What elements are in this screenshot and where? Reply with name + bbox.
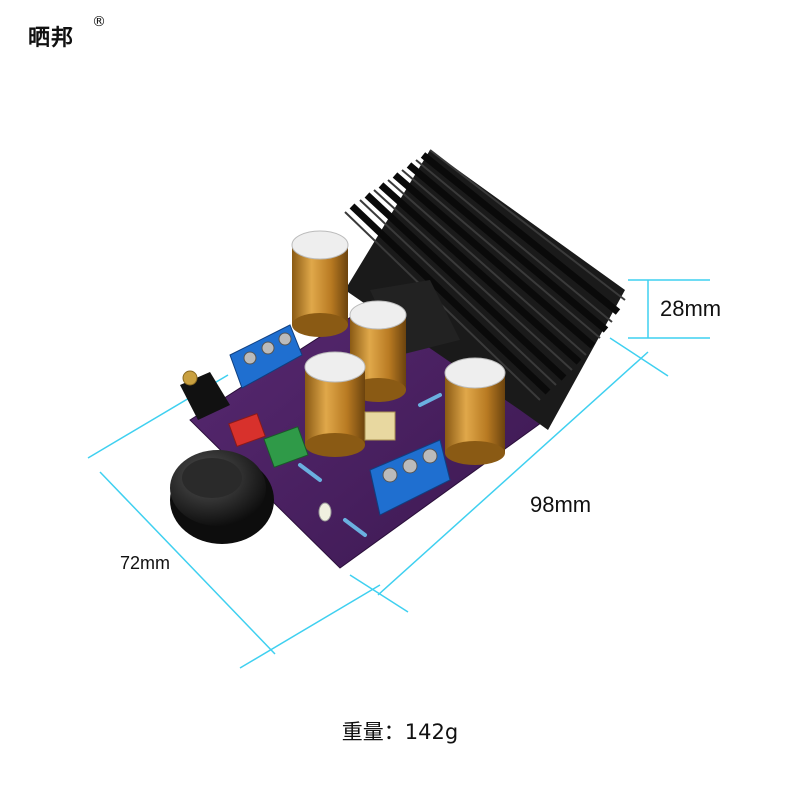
dimension-lines [87, 279, 710, 669]
weight-label: 重量：142g [341, 720, 459, 744]
registered-mark: ® [92, 14, 106, 30]
led [318, 502, 332, 522]
width-dimension-label: 72mm [120, 553, 171, 573]
heatsink [344, 149, 626, 430]
height-dimension-label: 28mm [660, 296, 722, 321]
terminal-block-input [229, 324, 303, 389]
green-connector [263, 426, 309, 468]
film-capacitor [364, 411, 396, 441]
capacitor [444, 357, 506, 465]
resistors [298, 393, 442, 537]
terminal-block-output [369, 439, 451, 516]
red-connector [228, 412, 266, 448]
volume-knob [170, 450, 274, 544]
length-dimension-label: 98mm [530, 492, 592, 517]
capacitor [291, 230, 349, 337]
capacitor [304, 351, 366, 457]
brand-logo: 晒邦 [28, 26, 75, 51]
audio-jack [180, 370, 230, 420]
